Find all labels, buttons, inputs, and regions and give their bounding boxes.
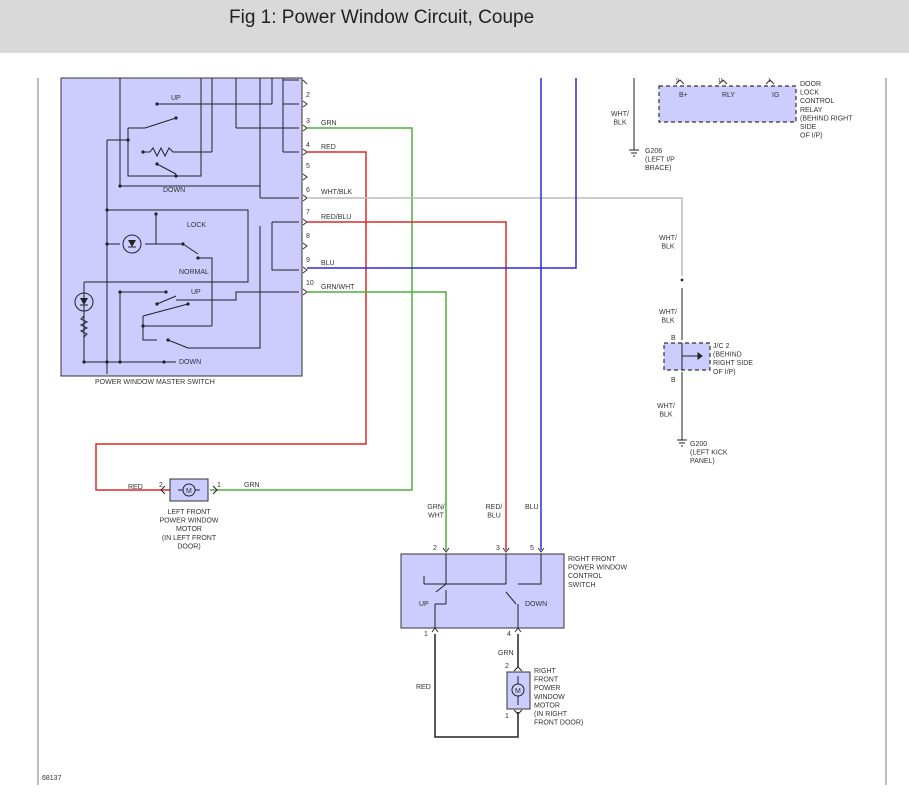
lf-motor-box xyxy=(169,478,209,502)
master-pin-8: 8 xyxy=(306,233,310,240)
door-lock-relay-box xyxy=(658,85,797,123)
rf-wire-red-label: RED xyxy=(416,684,431,691)
wire-label-wht-blk: WHT/BLK xyxy=(321,189,352,196)
jc2-pin-top: B xyxy=(671,335,676,342)
rf-switch-pin-5: 5 xyxy=(530,545,534,552)
rf-motor-pin-2: 2 xyxy=(505,663,509,670)
rf-wire-blu-label: BLU xyxy=(525,504,539,511)
wire-red xyxy=(95,151,367,491)
rf-switch-pin-3: 3 xyxy=(496,545,500,552)
master-pin-6: 6 xyxy=(306,187,310,194)
wire-label-blu: BLU xyxy=(321,260,335,267)
rf-switch-pin-4: 4 xyxy=(507,631,511,638)
master-pin-4: 4 xyxy=(306,142,310,149)
master-switch-junction-dots xyxy=(82,102,200,364)
wire-label-grn: GRN xyxy=(321,120,337,127)
wire-red-blu xyxy=(307,221,507,550)
wire-label-grn-wht: GRN/WHT xyxy=(321,284,355,291)
wire-blu-upper xyxy=(307,78,577,269)
master-pin-2: 2 xyxy=(306,92,310,99)
lf-motor-m-symbol: M xyxy=(186,488,192,495)
rf-wire-grn-wht-label: GRN/WHT xyxy=(427,504,445,520)
ground-icon xyxy=(677,439,687,447)
rf-wire-grn-label: GRN xyxy=(498,650,514,657)
master-pin-5: 5 xyxy=(306,163,310,170)
wire-label-red-blu: RED/BLU xyxy=(321,214,351,221)
master-pin-10: 10 xyxy=(306,280,314,287)
master-pin-3: 3 xyxy=(306,118,310,125)
master-switch-name: POWER WINDOW MASTER SWITCH xyxy=(95,379,215,386)
jc2-internals xyxy=(681,343,703,370)
master-switch-box xyxy=(60,77,303,377)
relay-connector-stubs xyxy=(675,79,775,85)
rf-switch-pin-arrows xyxy=(431,547,545,633)
relay-pin-9: 9 xyxy=(676,78,679,84)
master-pin-9: 9 xyxy=(306,257,310,264)
lf-motor-pin-1: 1 xyxy=(217,482,221,489)
page-title: Fig 1: Power Window Circuit, Coupe xyxy=(229,7,535,28)
wire-wht-blk xyxy=(307,197,683,276)
rf-switch-internals xyxy=(423,554,542,628)
splice-dot xyxy=(680,278,684,282)
jc-wire-wht-blk-mid-label: WHT/BLK xyxy=(659,309,677,325)
wire-label-red: RED xyxy=(321,144,336,151)
rf-motor-m-symbol: M xyxy=(515,688,521,695)
title-bar xyxy=(0,0,909,53)
ground-icon xyxy=(629,149,639,157)
relay-wire-wht-blk-label: WHT/BLK xyxy=(611,111,629,127)
lf-motor-pin-2: 2 xyxy=(159,482,163,489)
jc2-pin-bottom: B xyxy=(671,377,676,384)
relay-terminal-rly: RLY xyxy=(722,92,735,99)
master-pin-7: 7 xyxy=(306,209,310,216)
wire-grn xyxy=(210,127,413,491)
rf-motor-symbol xyxy=(511,666,525,715)
relay-pin-11: 11 xyxy=(718,78,723,84)
master-down1-label: DOWN xyxy=(163,187,185,194)
rf-switch-pin-2: 2 xyxy=(433,545,437,552)
wire-grn-wht xyxy=(307,291,447,550)
master-switch-internals xyxy=(79,78,299,374)
lf-wire-grn-label: GRN xyxy=(244,482,260,489)
wire-red-rf-motor xyxy=(434,634,519,738)
figure-id: 68137 xyxy=(42,775,62,782)
jc-wire-wht-blk-top-label: WHT/BLK xyxy=(659,235,677,251)
lf-wire-red-label: RED xyxy=(128,484,143,491)
led-indicator-icon xyxy=(122,234,142,254)
relay-terminal-ig: IG xyxy=(772,92,779,99)
master-normal-label: NORMAL xyxy=(179,269,209,276)
rf-wire-red-blu-label: RED/BLU xyxy=(486,504,503,520)
master-down2-label: DOWN xyxy=(179,359,201,366)
rf-switch-pin-1: 1 xyxy=(424,631,428,638)
rf-switch-down-label: DOWN xyxy=(525,601,547,608)
rf-motor-box xyxy=(506,671,531,710)
rf-switch-up-label: UP xyxy=(419,601,429,608)
rf-motor-pin-1: 1 xyxy=(505,713,509,720)
master-up1-label: UP xyxy=(171,95,181,102)
master-up2-label: UP xyxy=(191,289,201,296)
jc-wire-wht-blk-bot-label: WHT/BLK xyxy=(657,403,675,419)
led-indicator-icon xyxy=(74,292,94,312)
rf-switch-box xyxy=(400,553,565,629)
relay-terminal-bplus: B+ xyxy=(679,92,688,99)
lf-motor-symbol xyxy=(160,483,218,497)
master-lock-label: LOCK xyxy=(187,222,206,229)
